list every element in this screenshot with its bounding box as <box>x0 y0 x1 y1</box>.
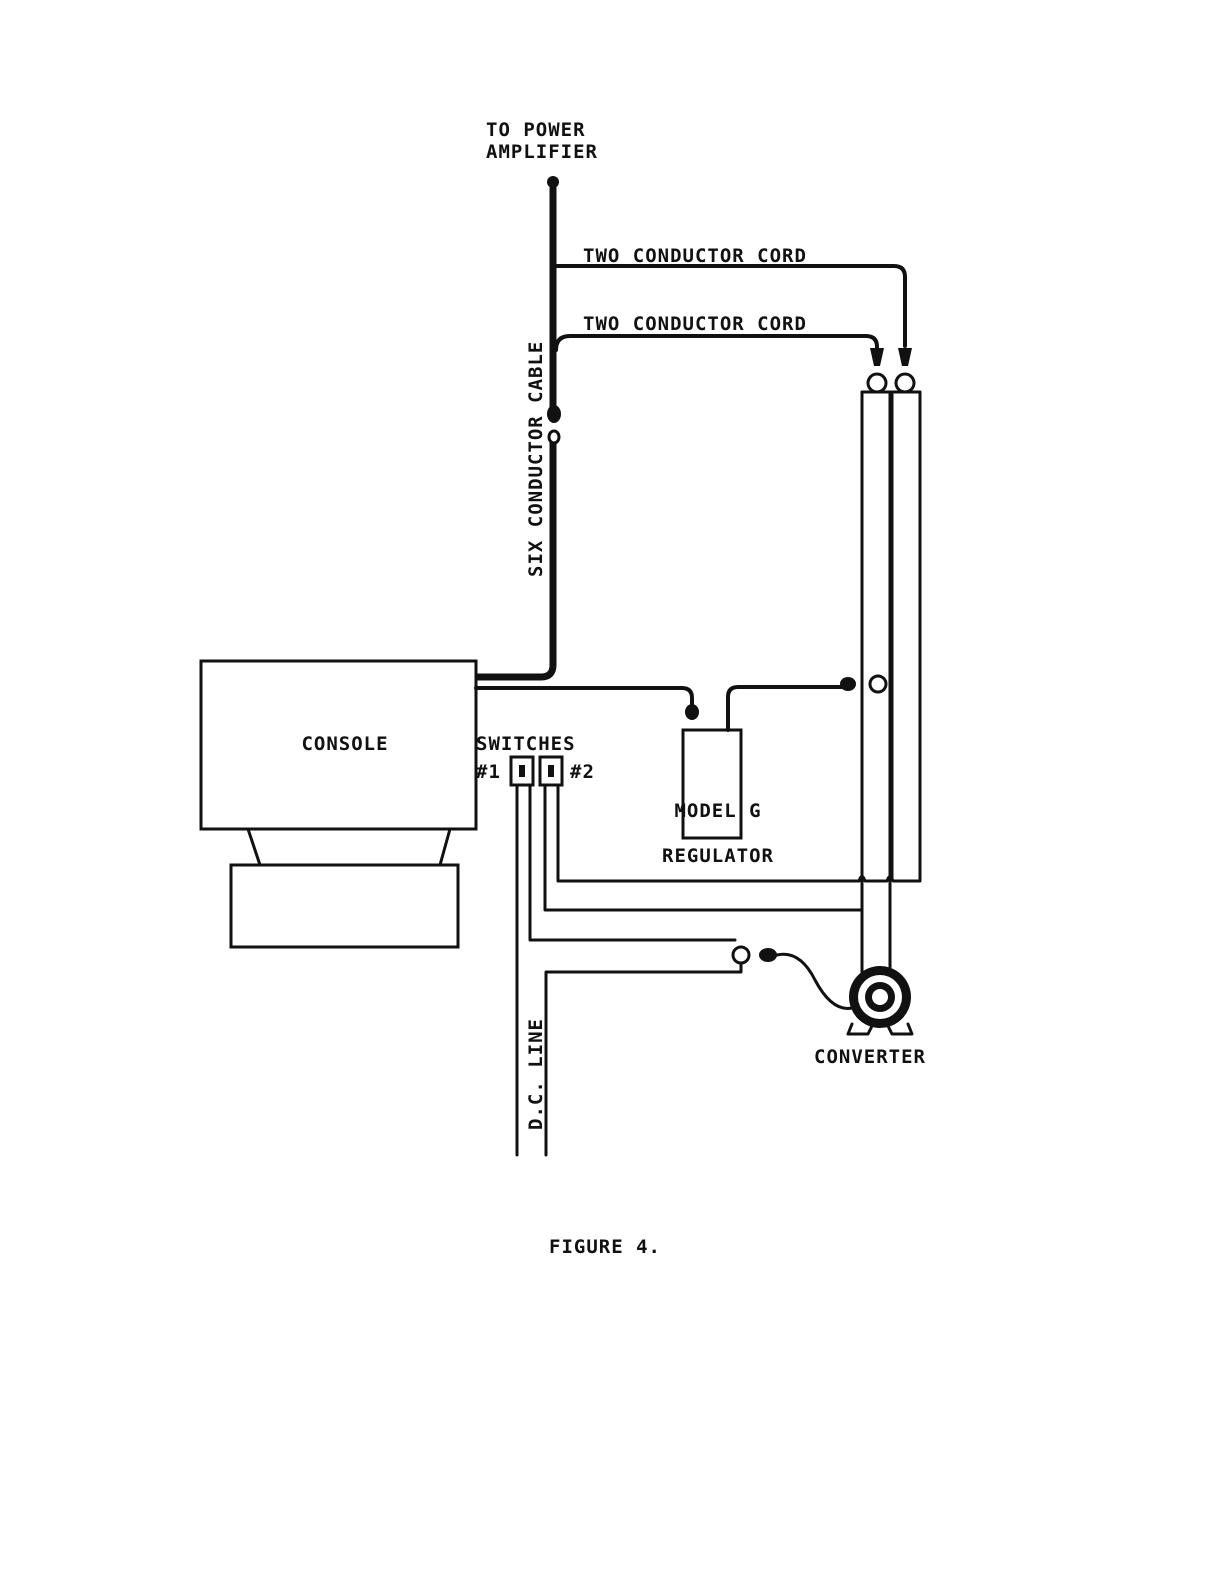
dc-line-label: D.C. LINE <box>525 1018 547 1130</box>
six-conductor-cable <box>476 176 561 677</box>
power-amplifier-plug <box>547 176 559 188</box>
console-to-regulator-wire <box>476 688 692 705</box>
converter-cord <box>777 954 852 1008</box>
console-leg-left <box>248 829 260 865</box>
converter-shaft <box>872 989 888 1005</box>
converter-label: CONVERTER <box>814 1046 926 1068</box>
console-unit: CONSOLE <box>201 661 476 947</box>
switches-label: SWITCHES <box>476 733 576 755</box>
column-socket-right <box>896 374 914 392</box>
figure-caption: FIGURE 4. <box>549 1236 661 1258</box>
dc-line-right <box>546 964 741 1155</box>
cord-plug-left <box>870 348 884 366</box>
console-leg-right <box>440 829 450 865</box>
switch-2-toggle <box>548 765 554 777</box>
cord-plug-right <box>898 348 912 366</box>
converter-unit: CONVERTER <box>814 966 926 1068</box>
column-socket-left <box>868 374 886 392</box>
regulator-label-line2: REGULATOR <box>662 845 774 867</box>
switch-2-label: #2 <box>570 761 595 783</box>
cable-connector-female <box>549 431 559 443</box>
model-g-regulator: MODEL G REGULATOR <box>662 676 886 867</box>
cable-connector-male <box>547 405 561 423</box>
to-power-label-line2: AMPLIFIER <box>486 141 598 163</box>
two-conductor-label-top: TWO CONDUCTOR CORD <box>583 245 807 267</box>
switch-wiring <box>517 785 920 1155</box>
regulator-to-column-wire <box>728 687 842 730</box>
switch-1-label: #1 <box>476 761 501 783</box>
two-conductor-label-bottom: TWO CONDUCTOR CORD <box>583 313 807 335</box>
console-base <box>231 865 458 947</box>
switches-group: SWITCHES #1 #2 <box>476 733 595 785</box>
converter-plug <box>759 948 777 962</box>
converter-socket <box>733 947 749 963</box>
console-label: CONSOLE <box>301 733 388 755</box>
two-conductor-cord-bottom <box>556 336 877 350</box>
regulator-output-socket <box>870 676 886 692</box>
switch-1-toggle <box>519 765 525 777</box>
regulator-label-line1: MODEL G <box>674 800 761 822</box>
to-power-label-line1: TO POWER <box>486 119 586 141</box>
regulator-output-plug <box>840 677 856 691</box>
regulator-input-plug <box>685 704 699 720</box>
six-conductor-label: SIX CONDUCTOR CABLE <box>525 341 547 577</box>
